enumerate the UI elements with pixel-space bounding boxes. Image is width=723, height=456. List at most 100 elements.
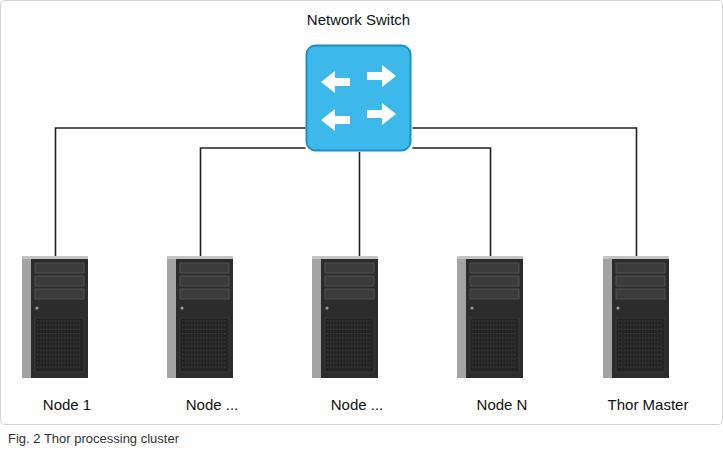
tower-icon-part xyxy=(472,320,517,321)
switch-icon-part xyxy=(307,46,411,151)
tower-icon-part xyxy=(37,325,82,326)
switch-icon-part xyxy=(321,109,350,131)
tower-icon-part xyxy=(37,333,82,334)
tower-icon-part xyxy=(37,350,82,351)
tower-icon-part xyxy=(37,358,82,359)
tower-icon-part xyxy=(167,256,233,259)
tower-icon-part xyxy=(457,256,466,378)
tower-icon-part xyxy=(472,362,517,363)
tower-icon-part xyxy=(457,256,523,259)
tower-icon-part xyxy=(327,346,372,347)
tower-icon-part xyxy=(35,306,38,309)
tower-icon-part xyxy=(182,346,227,347)
tower-icon-part xyxy=(616,263,665,273)
tower-icon-part xyxy=(37,367,82,368)
server-tower: Node ... xyxy=(312,256,378,378)
tower-icon xyxy=(603,256,669,378)
tower-icon-part xyxy=(327,367,372,368)
server-tower: Node ... xyxy=(167,256,233,378)
network-cable xyxy=(413,128,637,256)
tower-icon-part xyxy=(37,346,82,347)
tower-icon-part xyxy=(618,320,663,321)
network-cable xyxy=(56,128,306,256)
tower-icon-part xyxy=(327,354,372,355)
switch-icon-part xyxy=(321,71,350,93)
tower-icon-part xyxy=(618,329,663,330)
tower-icon-part xyxy=(176,259,233,378)
tower-icon xyxy=(457,256,523,378)
tower-icon-part xyxy=(180,263,229,273)
tower-icon-part xyxy=(182,350,227,351)
tower-icon-part xyxy=(35,289,84,299)
tower-icon-part xyxy=(472,354,517,355)
tower-icon-part xyxy=(472,337,517,338)
tower-icon-part xyxy=(327,350,372,351)
tower-icon-part xyxy=(35,263,84,273)
tower-icon-part xyxy=(182,367,227,368)
tower-icon xyxy=(167,256,233,378)
tower-icon-part xyxy=(180,276,229,286)
tower-icon-part xyxy=(182,329,227,330)
tower-icon-part xyxy=(37,337,82,338)
tower-icon-part xyxy=(35,318,84,372)
tower-icon-part xyxy=(472,333,517,334)
tower-icon-part xyxy=(325,263,374,273)
switch-icon-part xyxy=(367,65,396,87)
tower-icon-part xyxy=(470,263,519,273)
tower-icon-part xyxy=(167,256,176,378)
switch-icon xyxy=(305,44,412,152)
tower-icon-part xyxy=(180,289,229,299)
network-cable xyxy=(359,152,361,256)
tower-icon-part xyxy=(472,367,517,368)
tower-icon-part xyxy=(618,354,663,355)
tower-icon-part xyxy=(22,256,31,378)
tower-icon-part xyxy=(37,320,82,321)
tower-icon-part xyxy=(466,259,523,378)
tower-icon-part xyxy=(37,354,82,355)
tower-icon-part xyxy=(470,289,519,299)
tower-icon-part xyxy=(472,329,517,330)
server-tower: Node N xyxy=(457,256,523,378)
tower-icon-part xyxy=(182,354,227,355)
tower-icon-part xyxy=(470,276,519,286)
tower-icon-part xyxy=(327,341,372,342)
tower-icon-part xyxy=(618,350,663,351)
tower-icon-part xyxy=(327,362,372,363)
tower-icon xyxy=(22,256,88,378)
network-cable xyxy=(201,148,306,256)
tower-icon xyxy=(312,256,378,378)
tower-icon-part xyxy=(325,276,374,286)
tower-icon-part xyxy=(472,346,517,347)
tower-icon-part xyxy=(327,329,372,330)
tower-icon-part xyxy=(327,320,372,321)
node-label: Node ... xyxy=(122,396,302,413)
tower-icon-part xyxy=(618,346,663,347)
switch-label: Network Switch xyxy=(245,11,472,28)
tower-icon-part xyxy=(616,289,665,299)
tower-icon-part xyxy=(618,367,663,368)
tower-icon-part xyxy=(616,306,619,309)
tower-icon-part xyxy=(312,256,321,378)
tower-icon-part xyxy=(327,325,372,326)
node-label: Node ... xyxy=(267,396,447,413)
tower-icon-part xyxy=(325,318,374,372)
tower-icon-part xyxy=(35,276,84,286)
node-label: Node N xyxy=(412,396,592,413)
tower-icon-part xyxy=(182,320,227,321)
node-label: Node 1 xyxy=(0,396,157,413)
tower-icon-part xyxy=(180,318,229,372)
tower-icon-part xyxy=(22,256,88,259)
tower-icon-part xyxy=(312,256,378,259)
server-tower: Node 1 xyxy=(22,256,88,378)
tower-icon-part xyxy=(603,256,612,378)
tower-icon-part xyxy=(182,333,227,334)
figure-caption: Fig. 2 Thor processing cluster xyxy=(8,431,179,446)
server-tower: Thor Master xyxy=(603,256,669,378)
tower-icon-part xyxy=(327,337,372,338)
tower-icon-part xyxy=(618,362,663,363)
tower-icon-part xyxy=(182,325,227,326)
tower-icon-part xyxy=(472,350,517,351)
tower-icon-part xyxy=(182,337,227,338)
tower-icon-part xyxy=(470,306,473,309)
network-switch: Network Switch xyxy=(305,44,412,152)
